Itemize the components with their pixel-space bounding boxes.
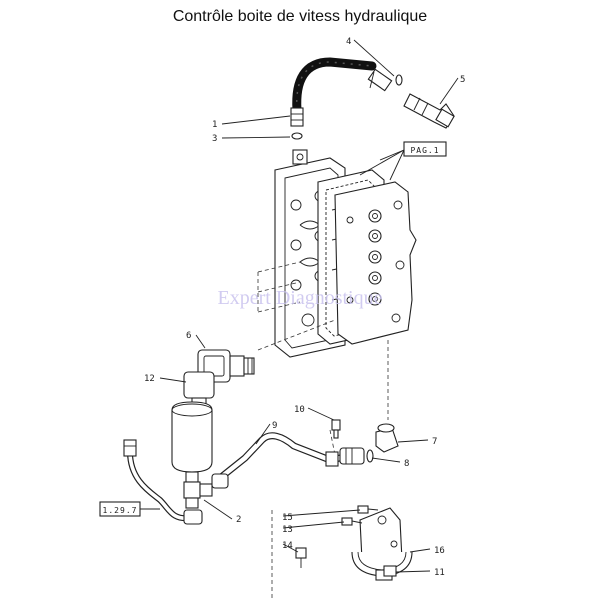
nut-11[interactable]: [383, 565, 397, 577]
callout-2[interactable]: 2: [236, 515, 241, 525]
left-hydraulic-pipe[interactable]: [123, 439, 203, 525]
reference-box-pag1[interactable]: PAG.1: [359, 141, 447, 181]
bleed-screw-10[interactable]: [331, 419, 341, 439]
elbow-fitting-5[interactable]: [403, 93, 455, 129]
reference-text-pag1: PAG.1: [410, 146, 439, 155]
callout-14[interactable]: 14: [282, 541, 293, 551]
reference-box-1297[interactable]: 1.29.7: [99, 501, 160, 517]
leader-lines: [159, 39, 459, 573]
pipe-clamp-16[interactable]: [351, 551, 413, 581]
o-ring-seal-4[interactable]: [395, 74, 403, 86]
bolt-14[interactable]: [295, 547, 307, 568]
callout-16[interactable]: 16: [434, 546, 445, 556]
elbow-fitting-7[interactable]: [375, 423, 399, 453]
accumulator-reservoir[interactable]: [171, 371, 215, 483]
rigid-pipe-9[interactable]: [211, 432, 351, 489]
callout-13[interactable]: 13: [282, 525, 293, 535]
reference-text-1297: 1.29.7: [103, 506, 138, 515]
hydraulic-hose[interactable]: [290, 57, 393, 127]
callout-10[interactable]: 10: [294, 405, 305, 415]
callout-9[interactable]: 9: [272, 421, 277, 431]
tee-fitting[interactable]: [183, 481, 213, 509]
callout-15[interactable]: 15: [282, 513, 293, 523]
callout-numbers: 1 2 3 4 5 6 7 8 9 10 11 12 13 14 15 16: [144, 37, 465, 578]
callout-7[interactable]: 7: [432, 437, 437, 447]
callout-11[interactable]: 11: [434, 568, 445, 578]
bolt-13[interactable]: [341, 517, 363, 526]
callout-4[interactable]: 4: [346, 37, 351, 47]
callout-6[interactable]: 6: [186, 331, 191, 341]
page-title: Contrôle boite de vitess hydraulique: [172, 8, 428, 25]
callout-5[interactable]: 5: [460, 75, 465, 85]
valve-body[interactable]: [334, 181, 417, 345]
callout-12[interactable]: 12: [144, 374, 155, 384]
callout-8[interactable]: 8: [404, 459, 409, 469]
callout-3[interactable]: 3: [212, 134, 217, 144]
o-ring-seal-3[interactable]: [291, 132, 303, 140]
watermark: Expert Diagnostique: [218, 287, 383, 309]
callout-1[interactable]: 1: [212, 120, 217, 130]
hose-connector-8[interactable]: [339, 447, 374, 465]
bolt-15[interactable]: [357, 505, 379, 514]
